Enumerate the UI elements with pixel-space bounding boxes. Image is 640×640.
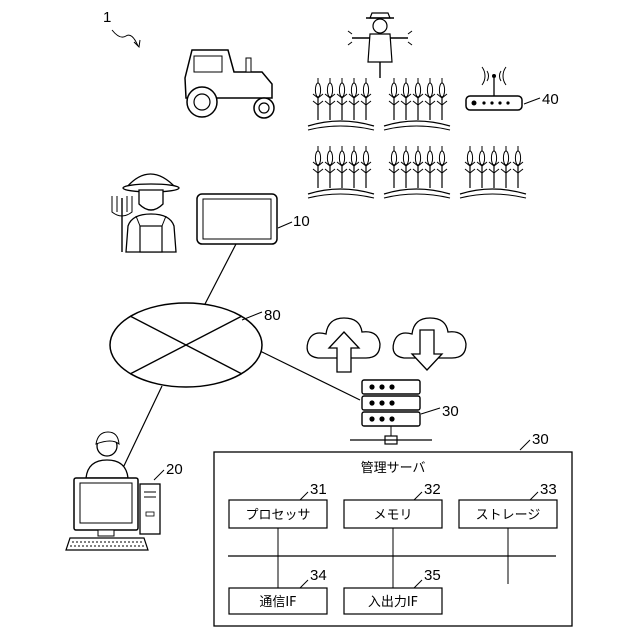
server-leader-line [421,408,440,414]
figure-ref-arrow [112,30,138,46]
user-network-link [122,386,162,470]
sensor-leader-line [524,98,540,104]
server-panel-ref-label: 30 [532,431,549,448]
sensor-ref-label: 40 [542,91,559,108]
wifi-router-icon [466,67,522,110]
io-if-ref-label: 35 [424,567,441,584]
server-panel-title: 管理サーバ [361,461,426,476]
user-leader-line [154,470,164,480]
user-ref-label: 20 [166,461,183,478]
farmer-icon [112,174,179,252]
network-ref-label: 80 [264,307,281,324]
server-rack-icon [350,380,432,444]
tablet-network-link [205,244,236,304]
tablet-icon [197,194,277,244]
server-ref-label: 30 [442,403,459,420]
download-cloud-icon [393,318,466,370]
io-if-label: 入出力IF [368,595,418,610]
tablet-leader-line [278,222,292,228]
comm-if-label: 通信IF [259,595,296,610]
desktop-user-icon [66,432,160,550]
scarecrow-icon [348,13,412,78]
tractor-icon [185,50,274,118]
network-leader-line [242,312,262,320]
processor-ref-label: 31 [310,481,327,498]
management-server-panel: 30 管理サーバ プロセッサ 31 メモリ 32 ストレージ 33 [214,431,572,626]
comm-if-ref-label: 34 [310,567,327,584]
memory-label: メモリ [373,508,412,523]
storage-ref-label: 33 [540,481,557,498]
network-cloud-icon [110,303,262,387]
figure-ref-label: 1 [103,9,111,26]
tablet-ref-label: 10 [293,213,310,230]
upload-cloud-icon [307,318,380,372]
memory-ref-label: 32 [424,481,441,498]
processor-label: プロセッサ [245,508,310,523]
storage-label: ストレージ [476,508,541,523]
